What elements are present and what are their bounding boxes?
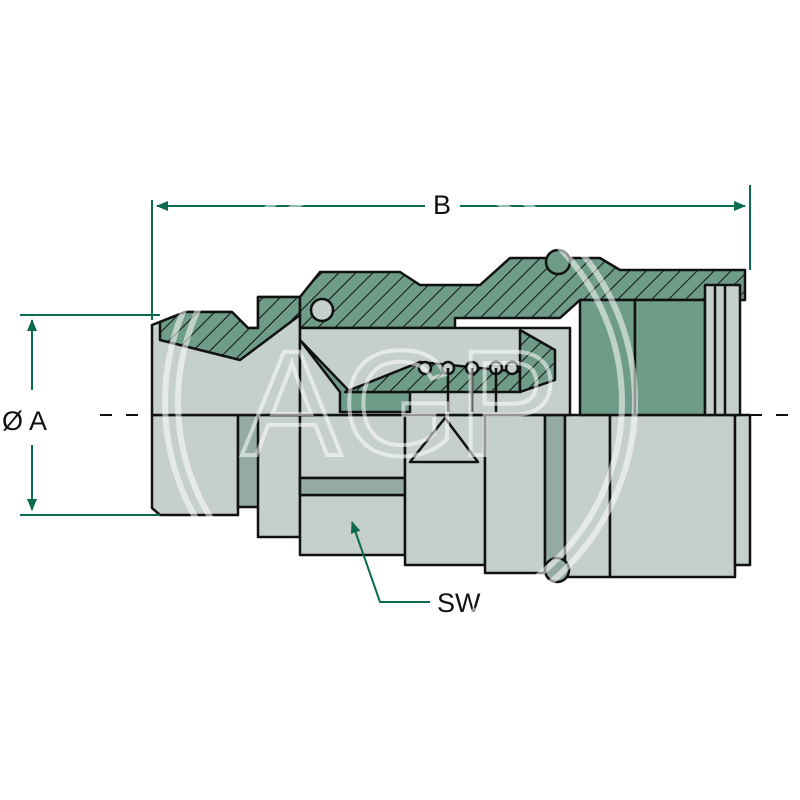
dimension-lines [20, 185, 751, 603]
sleeve-end-lower [733, 413, 752, 567]
inner-cone [408, 416, 480, 464]
dim-a-label: Ø A [2, 406, 47, 436]
sleeve-lower [608, 413, 737, 579]
sw-leader [350, 521, 430, 603]
sleeve-end-upper [703, 283, 742, 417]
locking-ball-nipple [309, 297, 335, 323]
spring-coil [504, 360, 520, 376]
watermark-ring [175, 177, 625, 627]
watermark-ring [162, 164, 638, 640]
agp-watermark: AGP [162, 164, 638, 640]
neck-section [256, 413, 302, 539]
dim-b-label: B [433, 190, 451, 220]
spring-retainer [518, 328, 557, 394]
body-section [483, 413, 547, 575]
coupling-upper-half [150, 248, 747, 584]
body-ring [563, 413, 612, 579]
spring-coil [417, 360, 433, 376]
sleeve-upper-inner [633, 298, 707, 417]
body-section-hatch [298, 256, 747, 330]
watermark-text: AGP [242, 319, 559, 487]
